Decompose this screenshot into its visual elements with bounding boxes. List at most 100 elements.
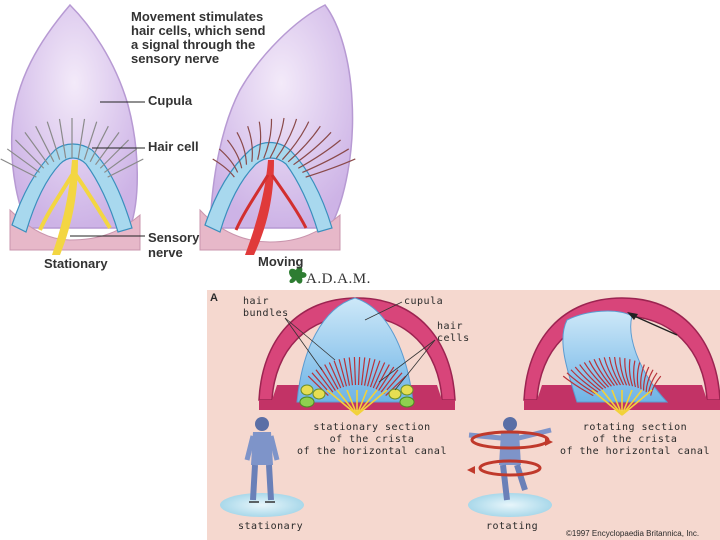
label-hair-cells-line1: hair — [437, 321, 464, 332]
label-moving: Moving — [258, 254, 304, 269]
label-cupula-bottom: cupula — [404, 296, 444, 307]
hair-strand — [566, 372, 596, 395]
hair-strand — [247, 125, 253, 162]
hair-strand — [302, 148, 350, 173]
hair-strand — [305, 158, 356, 178]
hair-strand — [307, 375, 329, 397]
hair-strand — [593, 358, 612, 387]
hair-strand — [218, 148, 239, 173]
hair-strand — [293, 131, 332, 166]
hair-strand — [263, 118, 273, 159]
hair-strand — [95, 131, 120, 166]
adam-logo-icon — [289, 266, 307, 284]
hair-strand — [14, 139, 45, 169]
hairs-moving — [212, 117, 356, 178]
label-stationary: Stationary — [44, 256, 108, 271]
hair-strand — [281, 121, 310, 161]
hair-strand — [83, 121, 98, 160]
hair-strand — [579, 364, 604, 390]
hair-strand — [603, 357, 618, 386]
hair-strand — [636, 362, 641, 389]
hair-strand — [613, 356, 625, 386]
hair-strand — [324, 364, 339, 390]
hair-strand — [35, 125, 55, 163]
label-hair-cells-line2: cells — [437, 333, 470, 344]
hair-strand — [378, 366, 395, 391]
hair-strand — [6, 148, 40, 173]
hair-strand — [385, 375, 407, 397]
hair-strand — [236, 132, 248, 165]
hair-strand — [380, 369, 399, 393]
hair-strand — [562, 375, 594, 397]
rotating-skater-figure — [467, 417, 553, 517]
britannica-crista-diagram — [207, 290, 720, 540]
hair-strand — [338, 359, 348, 387]
hair-cells-stationary — [299, 384, 415, 408]
hair-strand — [574, 366, 601, 392]
hair-strand — [287, 125, 321, 163]
hair-strand — [0, 158, 37, 178]
hair-strand — [360, 357, 366, 386]
hair-strand — [640, 364, 645, 390]
sensory-nerve-stationary — [52, 160, 78, 255]
hair-strand — [104, 148, 138, 173]
label-hair-cell: Hair cell — [148, 139, 199, 154]
caption-block: Movement stimulates hair cells, which se… — [131, 10, 301, 66]
hair-strand — [608, 356, 621, 386]
label-stationary-figure: stationary — [238, 521, 304, 532]
stationary-caption-line2: of the crista — [329, 434, 415, 445]
rotating-caption-line3: of the horizontal canal — [560, 446, 710, 457]
nerve-fibers-moving — [234, 174, 308, 231]
stationary-section-caption: stationary section of the crista of the … — [297, 422, 447, 458]
rotating-section-caption: rotating section of the crista of the ho… — [560, 422, 710, 458]
caption-line-1: Movement stimulates — [131, 9, 264, 24]
hair-strand — [369, 360, 381, 388]
stationary-skater-figure — [220, 417, 304, 517]
hair-strand — [212, 158, 235, 178]
hair-strand — [628, 359, 634, 387]
nerve-fan-rotating — [591, 389, 653, 416]
hair-strand — [58, 118, 67, 159]
hair-cell-layer-moving — [204, 141, 333, 233]
label-rotating-figure: rotating — [486, 521, 539, 532]
stationary-caption-line1: stationary section — [313, 422, 431, 433]
label-nerve: nerve — [148, 245, 183, 260]
hair-strand — [363, 358, 371, 386]
label-hair-bundles: hair bundles — [243, 296, 289, 320]
hair-strand — [357, 357, 361, 386]
sensory-nerve-moving — [245, 160, 274, 255]
hair-strand — [24, 131, 49, 166]
hair-strand — [315, 369, 334, 393]
label-hair-bundles-line2: bundles — [243, 308, 289, 319]
nerve-fan-stationary — [326, 389, 388, 416]
hair-strand — [353, 357, 357, 386]
hair-strand — [570, 369, 599, 393]
hair-strand — [275, 118, 298, 159]
motion-arrow-icon — [627, 312, 678, 336]
hair-strand — [107, 158, 144, 178]
hair-strand — [619, 357, 628, 386]
hair-strand — [333, 360, 345, 388]
hair-strand — [643, 366, 650, 391]
hair-strand — [624, 358, 631, 386]
label-hair-bundles-line1: hair — [243, 296, 270, 307]
hair-strand — [77, 118, 86, 159]
hair-strand — [269, 117, 285, 159]
hair-strand — [99, 139, 130, 169]
copyright-notice: ©1997 Encyclopaedia Britannica, Inc. — [566, 529, 700, 538]
label-cupula: Cupula — [148, 93, 193, 108]
hair-strand — [650, 375, 662, 396]
caption-line-2: hair cells, which send — [131, 23, 266, 38]
hair-strand — [226, 139, 243, 169]
bottom-leader-lines — [284, 301, 436, 391]
hair-strand — [366, 359, 376, 387]
label-hair-cells: hair cells — [437, 321, 470, 345]
hair-strand — [588, 360, 609, 388]
rotating-caption-line2: of the crista — [592, 434, 678, 445]
rotating-caption-line1: rotating section — [582, 422, 688, 433]
hair-strand — [372, 362, 386, 389]
hair-strand — [328, 362, 342, 389]
hair-strand — [348, 357, 354, 386]
hair-strand — [257, 121, 262, 160]
caption-line-3: a signal through the — [131, 37, 256, 52]
